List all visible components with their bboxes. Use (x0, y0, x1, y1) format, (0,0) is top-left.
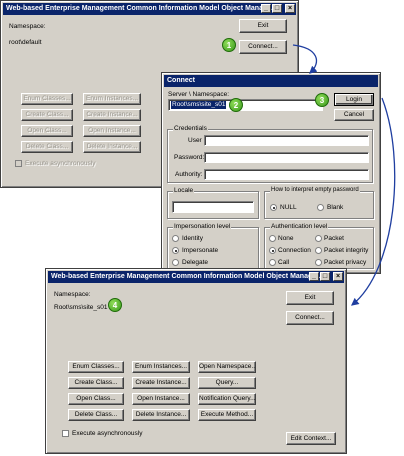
delete-class-button[interactable]: Delete Class... (68, 409, 124, 421)
execute-async-checkbox[interactable] (15, 160, 22, 167)
connect-button[interactable]: Connect... (286, 311, 334, 325)
open-class-button[interactable]: Open Class... (21, 125, 73, 137)
execute-async-label: Execute asynchronously (72, 430, 143, 437)
credentials-label: Credentials (173, 125, 208, 132)
impersonation-label: Impersonation level (173, 223, 232, 230)
maximize-button[interactable]: □ (320, 272, 330, 281)
call-label: Call (278, 259, 290, 266)
authority-label: Authority: (175, 171, 203, 178)
minimize-button[interactable]: _ (309, 272, 319, 281)
blank-radio[interactable] (317, 204, 324, 211)
notification-query-button[interactable]: Notification Query... (198, 393, 256, 405)
connection-radio[interactable] (269, 247, 276, 254)
close-button[interactable]: × (285, 4, 295, 13)
none-radio[interactable] (269, 235, 276, 242)
wmi-main-window-connected: Web-based Enterprise Management Common I… (45, 268, 347, 454)
close-button[interactable]: × (333, 272, 343, 281)
delegate-label: Delegate (182, 259, 209, 266)
cancel-button[interactable]: Cancel (334, 109, 374, 121)
create-instance-button[interactable]: Create Instance... (83, 109, 141, 121)
server-namespace-input[interactable]: Root\sms\site_s01 (168, 99, 323, 111)
impersonate-label: Impersonate (182, 247, 219, 254)
enum-instances-button[interactable]: Enum Instances... (83, 93, 141, 105)
create-instance-button[interactable]: Create Instance... (132, 377, 190, 389)
dialog-title: Connect (167, 77, 195, 84)
query-button[interactable]: Query... (198, 377, 256, 389)
packet-integrity-radio[interactable] (315, 247, 322, 254)
callout-badge-3: 3 (315, 93, 329, 107)
maximize-button[interactable]: □ (272, 4, 282, 13)
locale-input[interactable] (172, 201, 254, 213)
server-namespace-label: Server \ Namespace: (168, 91, 230, 98)
callout-badge-2: 2 (229, 98, 243, 112)
password-input[interactable] (204, 152, 369, 163)
delete-class-button[interactable]: Delete Class... (21, 141, 73, 153)
locale-group: Locale (167, 187, 259, 219)
minimize-button[interactable]: _ (261, 4, 271, 13)
delete-instance-button[interactable]: Delete Instance... (83, 141, 141, 153)
window-title: Web-based Enterprise Management Common I… (6, 5, 277, 12)
empty-password-label: How to interpret empty password (270, 187, 360, 193)
server-namespace-value: Root\sms\site_s01 (171, 101, 227, 109)
call-radio[interactable] (269, 259, 276, 266)
create-class-button[interactable]: Create Class... (21, 109, 73, 121)
dialog-titlebar: Connect (164, 75, 378, 87)
execute-async-label: Execute asynchronously (25, 160, 96, 167)
password-label: Password: (174, 154, 205, 161)
delete-instance-button[interactable]: Delete Instance... (132, 409, 190, 421)
window-titlebar: Web-based Enterprise Management Common I… (48, 271, 344, 283)
callout-badge-4: 4 (108, 298, 122, 312)
namespace-value: Root\sms\site_s01 (54, 304, 108, 311)
create-class-button[interactable]: Create Class... (68, 377, 124, 389)
namespace-label: Namespace: (9, 23, 46, 30)
open-instance-button[interactable]: Open Instance... (132, 393, 190, 405)
identity-label: Identity (182, 235, 203, 242)
open-namespace-button[interactable]: Open Namespace... (198, 361, 256, 373)
none-label: None (278, 235, 294, 242)
delegate-radio[interactable] (172, 259, 179, 266)
login-button[interactable]: Login (334, 93, 374, 106)
blank-label: Blank (327, 204, 344, 211)
enum-classes-button[interactable]: Enum Classes... (21, 93, 73, 105)
enum-classes-button[interactable]: Enum Classes... (68, 361, 124, 373)
connection-label: Connection (278, 247, 311, 254)
open-class-button[interactable]: Open Class... (68, 393, 124, 405)
auth-level-label: Authentication level (270, 223, 329, 230)
null-radio[interactable] (270, 204, 277, 211)
null-label: NULL (280, 204, 297, 211)
impersonate-radio[interactable] (172, 247, 179, 254)
connect-dialog: Connect Server \ Namespace: Root\sms\sit… (161, 72, 381, 274)
packet-integrity-label: Packet integrity (324, 247, 369, 254)
enum-instances-button[interactable]: Enum Instances... (132, 361, 190, 373)
exit-button[interactable]: Exit (286, 291, 334, 305)
packet-radio[interactable] (315, 235, 322, 242)
execute-method-button[interactable]: Execute Method... (198, 409, 256, 421)
locale-label: Locale (173, 187, 195, 194)
window-controls: _ □ × (309, 272, 343, 281)
connect-button[interactable]: Connect... (239, 40, 287, 54)
packet-privacy-radio[interactable] (315, 259, 322, 266)
namespace-label: Namespace: (54, 291, 91, 298)
edit-context-button[interactable]: Edit Context... (286, 432, 336, 445)
exit-button[interactable]: Exit (239, 19, 287, 33)
user-input[interactable] (204, 135, 369, 146)
packet-privacy-label: Packet privacy (324, 259, 367, 266)
window-titlebar: Web-based Enterprise Management Common I… (3, 3, 296, 15)
namespace-value: root\default (9, 39, 42, 46)
user-label: User (188, 137, 202, 144)
execute-async-checkbox[interactable] (62, 430, 69, 437)
open-instance-button[interactable]: Open Instance... (83, 125, 141, 137)
callout-badge-1: 1 (222, 38, 236, 52)
identity-radio[interactable] (172, 235, 179, 242)
packet-label: Packet (324, 235, 344, 242)
window-title: Web-based Enterprise Management Common I… (51, 273, 322, 280)
window-controls: _ □ × (261, 4, 295, 13)
authority-input[interactable] (204, 169, 369, 180)
